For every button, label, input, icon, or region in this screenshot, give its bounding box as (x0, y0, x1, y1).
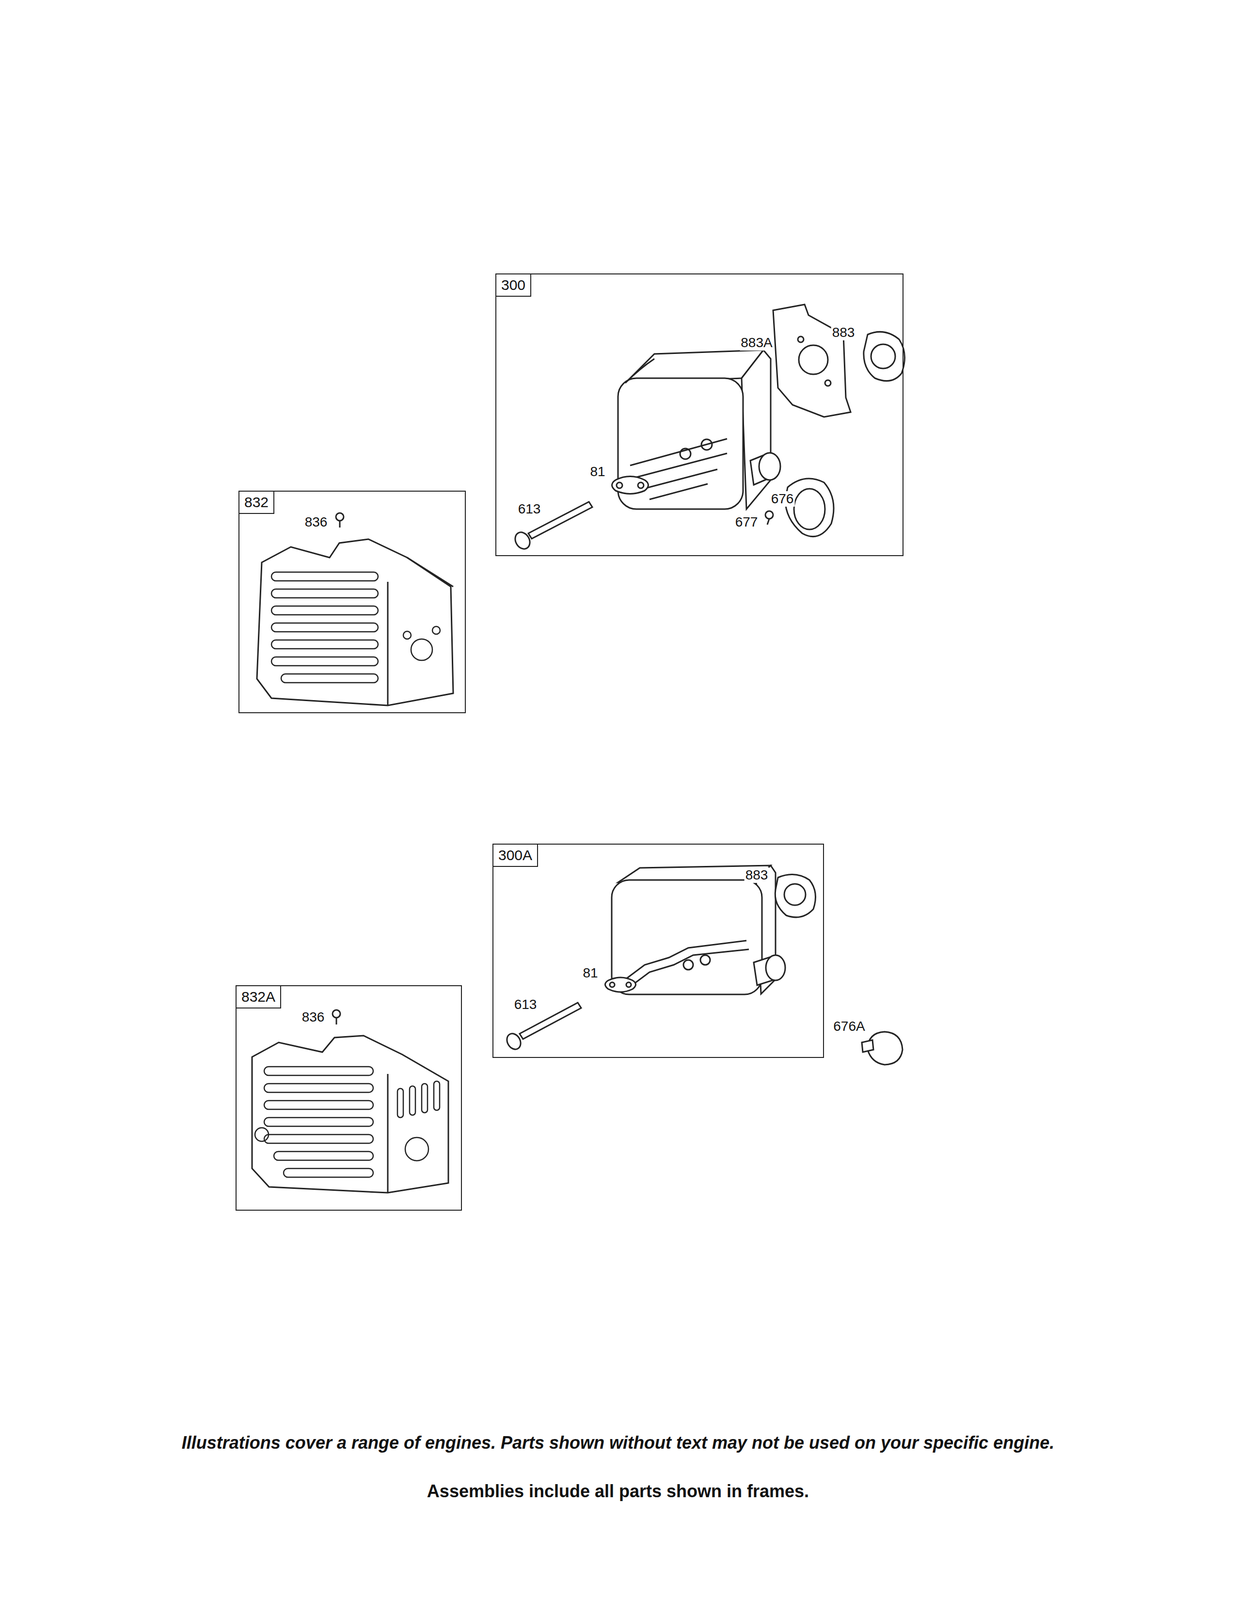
callout-number: 613 (513, 996, 539, 1013)
footer-note: Illustrations cover a range of engines. … (0, 1432, 1236, 1453)
assembly-number: 300A (492, 843, 539, 867)
callout-number: 836 (301, 1009, 326, 1025)
assembly-frame: 832 (238, 490, 466, 714)
footer-note: Assemblies include all parts shown in fr… (0, 1480, 1236, 1502)
assembly-frame: 832A (235, 984, 462, 1211)
assembly-number: 832 (238, 490, 275, 514)
callout-number: 81 (581, 965, 599, 981)
assembly-frame: 300A (492, 843, 824, 1058)
callout-number: 676A (832, 1018, 866, 1034)
callout-number: 677 (734, 514, 760, 530)
muffler-guard (252, 1035, 449, 1193)
assembly-number: 832A (235, 984, 282, 1009)
callout-number: 883A (739, 334, 774, 351)
callout-number: 676 (770, 491, 795, 507)
callout-number: 613 (517, 501, 542, 517)
heat-shield (773, 304, 851, 417)
callout-number: 81 (588, 463, 606, 480)
muffler-guard (256, 538, 454, 706)
assembly-number: 300 (495, 273, 532, 297)
assembly-frame: 300 (495, 273, 904, 556)
callout-number: 883 (744, 867, 770, 883)
muffler (611, 865, 786, 995)
callout-number: 883 (831, 324, 856, 341)
callout-number: 836 (303, 514, 329, 530)
